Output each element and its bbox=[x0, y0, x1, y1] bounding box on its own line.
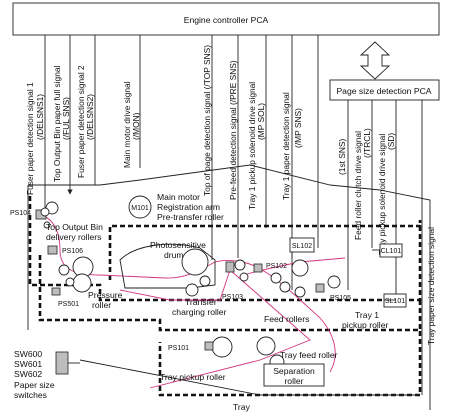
ps501-sensor bbox=[51, 287, 61, 296]
m101-label: M101 bbox=[131, 205, 149, 212]
signal-top-line1: Top of page detection signal (/TOP SNS) bbox=[202, 45, 212, 196]
ps501-label: PS501 bbox=[58, 301, 79, 308]
ps101-sensor bbox=[204, 341, 214, 351]
signal-sd-line2: (SD) bbox=[386, 133, 396, 150]
printer-body-outline bbox=[27, 164, 431, 410]
signal-sns1-line1: (1st SNS) bbox=[337, 138, 347, 175]
tray-outline bbox=[79, 359, 420, 396]
ps103-label: PS103 bbox=[222, 294, 243, 301]
main-motor-label: Main motor bbox=[157, 192, 200, 202]
signal-delsns2-line2: (/DELSNS2) bbox=[85, 94, 95, 140]
cl101-label: CL101 bbox=[381, 248, 402, 255]
sw600-label: SW600 bbox=[14, 349, 42, 359]
signal-wires bbox=[44, 35, 423, 395]
sl101-solenoid bbox=[383, 293, 407, 308]
page-size-pca-box: Page size detection PCA bbox=[329, 79, 440, 101]
tray1-pickup-roller bbox=[327, 275, 341, 289]
pressure-label: Pressure bbox=[88, 290, 123, 300]
tray-feed-roller-label: Tray feed roller bbox=[280, 350, 338, 360]
engine-controller-label: Engine controller PCA bbox=[184, 15, 269, 25]
paper-size-switches bbox=[55, 351, 69, 375]
signal-mon-line2: (/MON) bbox=[131, 112, 141, 140]
signal-fuser-line1: Fuser paper detection signal 1 bbox=[25, 82, 35, 195]
feed-rollers-cluster bbox=[270, 259, 309, 298]
signal-sd-line1: Tray pickup solenoid drive signal bbox=[377, 134, 387, 255]
engine-controller-box: Engine controller PCA bbox=[12, 2, 440, 36]
signal-mpsns-line1: Tray 1 paper detection signal bbox=[281, 92, 291, 200]
signal-trcl-line2: (/TRCL) bbox=[362, 128, 372, 158]
photosensitive-label: Photosensitive bbox=[150, 240, 206, 250]
signal-full-line2: (/FUL SNS) bbox=[61, 97, 71, 140]
ps103-sensor bbox=[225, 261, 235, 273]
switches-label: switches bbox=[14, 390, 47, 400]
cl101-clutch bbox=[379, 243, 403, 258]
bidirectional-arrow-icon bbox=[359, 41, 391, 80]
signal-mon-line1: Main motor drive signal bbox=[122, 81, 132, 168]
connection-stubs bbox=[68, 249, 396, 364]
separation-roller-label: roller bbox=[284, 376, 303, 386]
tray1-label: Tray 1 bbox=[355, 310, 379, 320]
signal-mpsns-line2: (/MP SNS) bbox=[293, 108, 303, 148]
page-size-pca-label: Page size detection PCA bbox=[336, 86, 431, 96]
sw602-label: SW602 bbox=[14, 369, 42, 379]
paper-size-label: Paper size bbox=[14, 380, 55, 390]
ps102-label: PS102 bbox=[266, 263, 287, 270]
main-motor-m101: M101 bbox=[128, 195, 152, 219]
top-output-delivery-rollers bbox=[35, 201, 59, 229]
signal-pre-line1: Pre-feed detection signal (/PRE SNS) bbox=[228, 60, 238, 200]
registration-arm-label: Registration arm bbox=[157, 202, 220, 212]
transfer-charging-roller-label: charging roller bbox=[172, 307, 227, 317]
separation-label: Separation bbox=[273, 366, 315, 376]
sl101-label: SL101 bbox=[385, 298, 405, 305]
registration-roller bbox=[234, 259, 246, 271]
feed-rollers-label: Feed rollers bbox=[264, 314, 309, 324]
signal-mpsol-line1: Tray 1 pickup solenoid drive signal bbox=[247, 82, 257, 210]
transfer-label: Transfer bbox=[185, 297, 217, 307]
ps104-label: PS104 bbox=[10, 210, 31, 217]
signal-tpsize-line1: Tray paper size detection signal bbox=[426, 227, 436, 345]
tray-pickup-roller-label: Tray pickup roller bbox=[160, 372, 226, 382]
ps106-sensor bbox=[47, 245, 58, 255]
signal-fuser-line2: (/DELSNS1) bbox=[35, 94, 45, 140]
ps105-label: PS105 bbox=[330, 295, 351, 302]
signal-full-line1: Top Output Bin paper full signal bbox=[52, 65, 62, 182]
signal-mpsol-line2: (MP SOL) bbox=[256, 103, 266, 140]
signal-labels-right: (1st SNS) Feed roller clutch drive signa… bbox=[337, 128, 436, 345]
sl102-label: SL102 bbox=[292, 243, 312, 250]
tray-label: Tray bbox=[233, 402, 251, 412]
signal-delsns2-line1: Fuser paper detection signal 2 bbox=[76, 65, 86, 178]
signal-trcl-line1: Feed roller clutch drive signal bbox=[353, 131, 363, 240]
drive-path-dashed bbox=[28, 196, 422, 397]
ps102-sensor bbox=[253, 263, 263, 273]
fuser-rollers bbox=[58, 256, 94, 293]
sl102-solenoid bbox=[289, 237, 315, 253]
photosensitive-drum bbox=[119, 243, 216, 297]
ps101-label: PS101 bbox=[168, 345, 189, 352]
signal-labels-left: Fuser paper detection signal 1 (/DELSNS1… bbox=[25, 45, 303, 210]
delivery-rollers-label: delivery rollers bbox=[46, 232, 101, 242]
ps106-label: PS106 bbox=[62, 248, 83, 255]
sw601-label: SW601 bbox=[14, 359, 42, 369]
pre-transfer-roller bbox=[239, 272, 249, 282]
ps105-sensor bbox=[315, 283, 325, 293]
pressure-roller-label: roller bbox=[92, 300, 111, 310]
tray1-pickup-roller-label: pickup roller bbox=[342, 320, 388, 330]
separation-roller-box bbox=[263, 363, 325, 387]
top-output-bin-label: Top Output Bin bbox=[46, 222, 103, 232]
pre-transfer-roller-label: Pre-transfer roller bbox=[157, 212, 224, 222]
drum-label: drum bbox=[164, 250, 184, 260]
